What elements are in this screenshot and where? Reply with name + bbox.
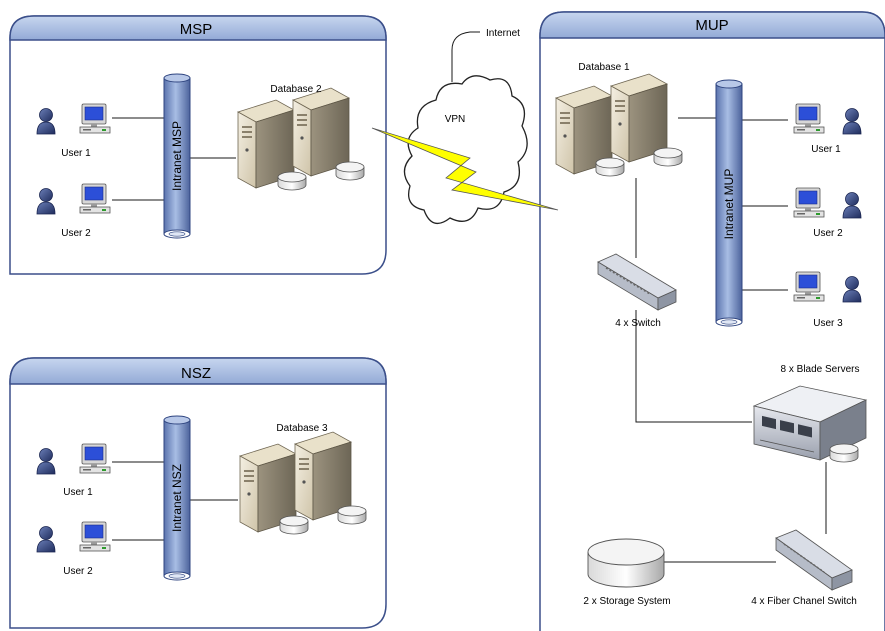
mup-database: Database 1	[556, 62, 682, 176]
mup-switch: 4 x Switch	[597, 253, 677, 329]
computer-icon	[79, 521, 111, 552]
mup-storage: 2 x Storage System	[583, 538, 671, 607]
mup-user-2-label: User 2	[813, 228, 843, 239]
msp-user-1-label: User 1	[61, 148, 91, 159]
computer-icon	[793, 103, 825, 134]
vpn-label: VPN	[445, 114, 466, 125]
mup-blades-label: 8 x Blade Servers	[781, 364, 860, 375]
msp-user-1: User 1	[36, 103, 111, 159]
panel-mup: MUP	[539, 11, 885, 631]
nsz-user-1: User 1	[36, 443, 111, 498]
mup-intranet-pipe: Intranet MUP	[715, 79, 743, 327]
msp-user-2: User 2	[36, 183, 111, 239]
mup-user-1-label: User 1	[811, 144, 841, 155]
mup-user-1: User 1	[793, 103, 862, 155]
computer-icon	[793, 187, 825, 218]
msp-user-2-label: User 2	[61, 228, 91, 239]
mup-blade-servers: 8 x Blade Servers	[752, 364, 868, 463]
mup-storage-label: 2 x Storage System	[583, 596, 670, 607]
mup-user-2: User 2	[793, 187, 862, 239]
computer-icon	[793, 271, 825, 302]
msp-intranet-pipe: Intranet MSP	[163, 73, 191, 239]
msp-database-label: Database 2	[270, 84, 322, 95]
msp-database: Database 2	[238, 84, 364, 190]
msp-intranet-label: Intranet MSP	[170, 121, 184, 191]
nsz-user-2-label: User 2	[63, 566, 93, 577]
panel-nsz: NSZ	[9, 357, 387, 629]
blade-server-icon	[752, 385, 868, 461]
switch-icon	[597, 253, 677, 311]
mup-intranet-label: Intranet MUP	[722, 169, 736, 240]
nsz-database-label: Database 3	[276, 423, 328, 434]
mup-switch-label: 4 x Switch	[615, 318, 661, 329]
nsz-user-1-label: User 1	[63, 487, 93, 498]
mup-user-3: User 3	[793, 271, 862, 329]
mup-user-3-label: User 3	[813, 318, 843, 329]
disk-icon	[829, 443, 859, 463]
switch-icon	[775, 529, 853, 591]
nsz-intranet-pipe: Intranet NSZ	[163, 415, 191, 581]
mup-fc-switch-label: 4 x Fiber Chanel Switch	[751, 596, 857, 607]
nsz-intranet-label: Intranet NSZ	[170, 464, 184, 532]
nsz-user-2: User 2	[36, 521, 111, 577]
vpn-link-bolt	[371, 127, 559, 211]
computer-icon	[79, 103, 111, 134]
vpn-cloud: VPN	[403, 75, 528, 225]
panel-title-mup: MUP	[695, 17, 728, 34]
mup-fc-switch: 4 x Fiber Chanel Switch	[751, 529, 857, 607]
computer-icon	[79, 443, 111, 474]
connection-lines	[112, 31, 827, 563]
storage-icon	[587, 538, 665, 588]
panel-title-nsz: NSZ	[181, 365, 211, 382]
mup-database-label: Database 1	[578, 62, 630, 73]
panel-title-msp: MSP	[180, 21, 213, 38]
computer-icon	[79, 183, 111, 214]
internet-label: Internet	[486, 28, 520, 39]
nsz-database: Database 3	[240, 423, 366, 534]
